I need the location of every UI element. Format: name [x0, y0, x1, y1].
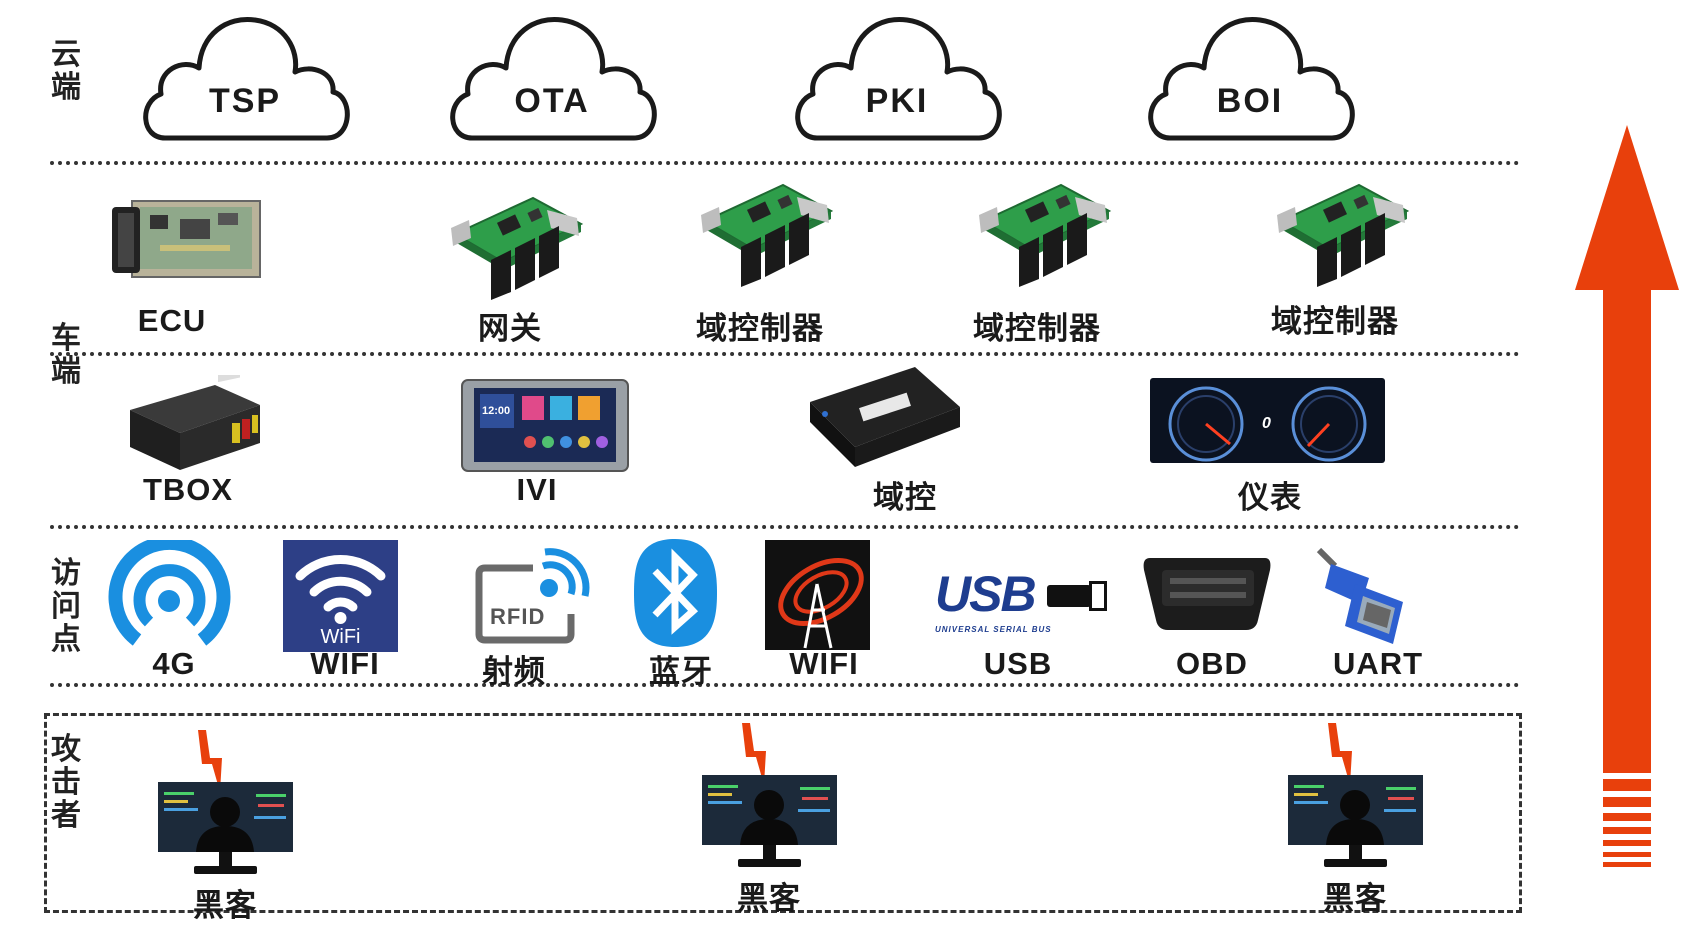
layer-label-cloud: 云端 — [51, 37, 81, 105]
domain-control-box-icon — [810, 367, 960, 467]
bluetooth-icon — [634, 539, 717, 647]
label-bluetooth: 蓝牙 — [649, 654, 713, 689]
attack-direction-arrow — [1575, 125, 1679, 867]
label-domain-controller-3: 域控制器 — [1271, 304, 1399, 339]
cloud-label: TSP — [208, 82, 282, 120]
label-hacker: 黑客 — [737, 881, 801, 916]
cloud-label: PKI — [865, 82, 929, 120]
separator-line — [50, 683, 1520, 687]
label-tbox: TBOX — [142, 472, 234, 507]
label-usb: USB — [983, 646, 1053, 681]
domain-controller-board-icon — [1273, 175, 1413, 294]
label-instrument-cluster: 仪表 — [1238, 480, 1302, 515]
label-ivi: IVI — [516, 472, 558, 507]
label-4g: 4G — [152, 646, 196, 681]
ivi-screen-icon: 12:00 — [461, 379, 629, 472]
cloud-label: OTA — [514, 82, 590, 120]
label-domain-controller-1: 域控制器 — [696, 311, 824, 346]
hacker-monitor-icon — [1288, 775, 1423, 879]
label-obd: OBD — [1176, 646, 1248, 681]
ivi-screen-time: 12:00 — [482, 405, 510, 417]
instrument-cluster-icon: 0 — [1150, 378, 1385, 463]
uart-connector-icon — [1316, 548, 1403, 644]
domain-controller-board-icon — [975, 175, 1115, 294]
hacker-monitor-icon — [158, 782, 293, 886]
wifi-icon: WiFi — [283, 540, 398, 652]
label-hacker: 黑客 — [193, 888, 257, 923]
lightning-bolt-icon — [740, 723, 770, 789]
usb-logo-text: USB — [935, 566, 1037, 622]
label-wifi-1: WIFI — [310, 646, 380, 681]
rfid-icon-text: RFID — [490, 604, 546, 629]
cloud-icon — [795, 16, 1002, 141]
ecu-module-icon — [112, 200, 261, 278]
lightning-bolt-icon — [196, 730, 226, 796]
lightning-bolt-icon — [1326, 723, 1356, 789]
label-domain-controller-2: 域控制器 — [973, 311, 1101, 346]
separator-line — [50, 525, 1520, 529]
label-ecu: ECU — [137, 303, 207, 338]
cloud-tsp: TSP — [135, 10, 355, 145]
gateway-board-icon — [447, 188, 587, 307]
wifi-tower-icon — [765, 540, 870, 650]
cloud-ota: OTA — [442, 10, 662, 145]
4g-signal-icon — [108, 540, 231, 646]
attacker-region — [44, 713, 1522, 913]
usb-logo-subtext: UNIVERSAL SERIAL BUS — [935, 625, 1052, 634]
usb-logo-icon: USB UNIVERSAL SERIAL BUS — [935, 565, 1110, 645]
obd-connector-icon — [1143, 558, 1271, 630]
label-wifi-2: WIFI — [789, 646, 859, 681]
label-rfid: 射频 — [482, 654, 546, 689]
label-gateway: 网关 — [478, 311, 542, 346]
tbox-device-icon — [130, 375, 260, 470]
layer-label-attacker: 攻击者 — [51, 732, 81, 833]
wifi-icon-text: WiFi — [320, 626, 361, 648]
cloud-label: BOI — [1216, 82, 1284, 120]
rfid-wave-icon — [540, 548, 590, 597]
label-hacker: 黑客 — [1323, 881, 1387, 916]
cloud-boi: BOI — [1140, 10, 1360, 145]
cloud-pki: PKI — [787, 10, 1007, 145]
cloud-icon — [143, 16, 350, 141]
rfid-icon — [475, 564, 575, 644]
cloud-icon — [1148, 16, 1355, 141]
label-uart: UART — [1332, 646, 1424, 681]
separator-line — [50, 352, 1520, 356]
cluster-speed: 0 — [1262, 415, 1271, 432]
layer-label-vehicle: 车端 — [51, 321, 81, 389]
label-domain-control: 域控 — [873, 480, 937, 515]
hacker-monitor-icon — [702, 775, 837, 879]
separator-line — [50, 161, 1520, 165]
layer-label-access: 访问点 — [51, 556, 81, 657]
cloud-icon — [450, 16, 657, 141]
domain-controller-board-icon — [697, 175, 837, 294]
